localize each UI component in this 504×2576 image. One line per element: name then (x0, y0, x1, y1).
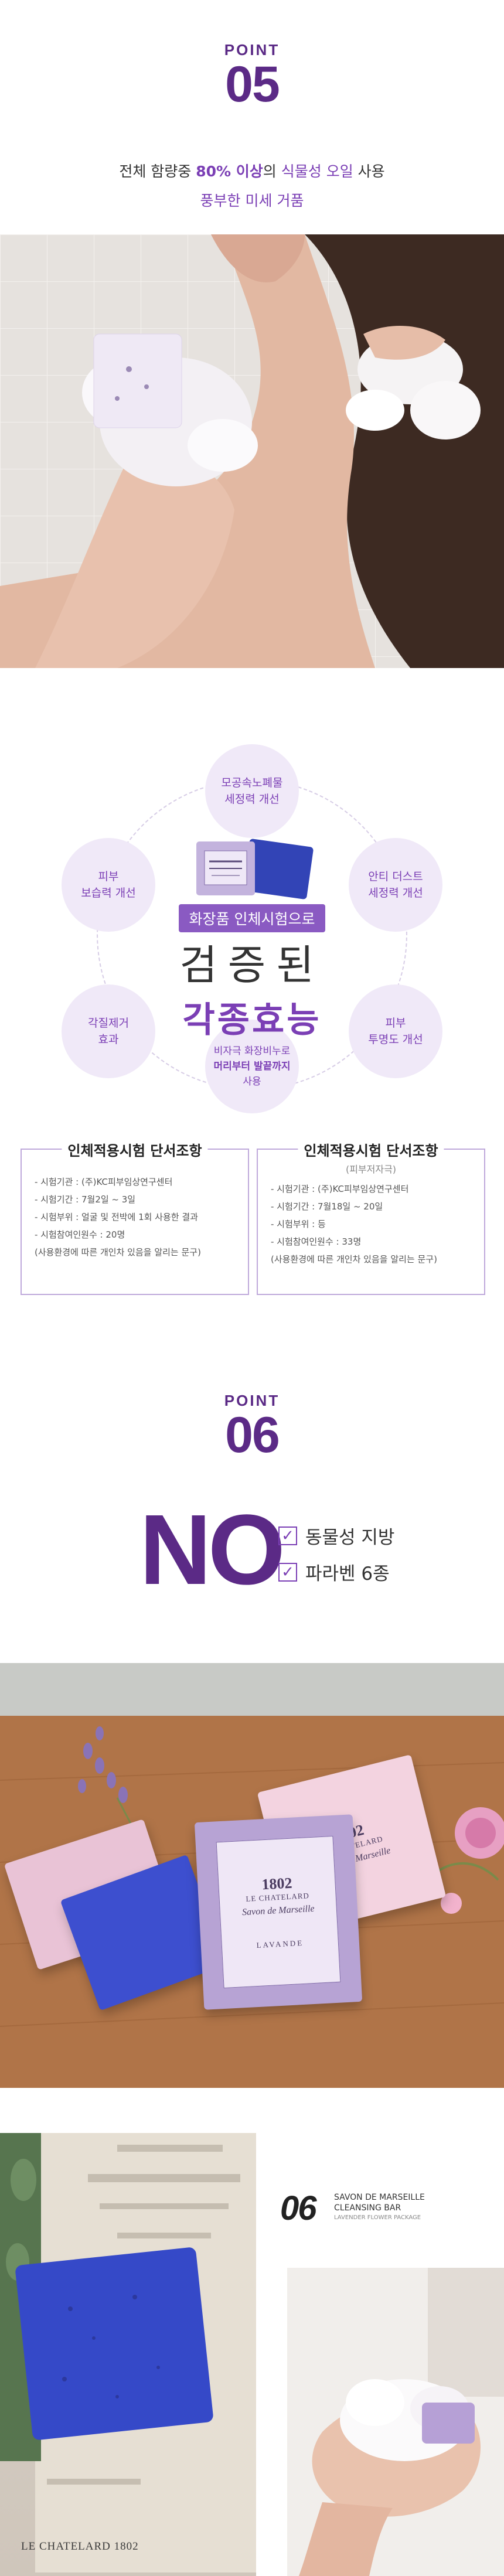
no-heading: NO (139, 1494, 285, 1606)
hair-washing-illustration (0, 234, 504, 668)
brand-logo: LE CHATELARD 1802 (21, 2540, 139, 2553)
soap-lavender: 1802 LE CHATELARD Savon de Marseille LAV… (194, 1814, 363, 2010)
bubble-line: 비자극 화장비누로 (213, 1045, 291, 1057)
intro-text-part: 사용 (353, 163, 385, 180)
test-info-item: - 시험참여인원수 : 20명 (35, 1229, 125, 1240)
intro-highlight: 80% 이상 (196, 163, 263, 180)
test-info-list: - 시험기관 : (주)KC피부임상연구센터 - 시험기간 : 7월2일 ~ 3… (35, 1173, 235, 1261)
products-photo: 1802 LE CHATELARD Savon de Marseille 180… (0, 1663, 504, 2088)
test-info-box-left: 인체적용시험 단서조항 - 시험기관 : (주)KC피부임상연구센터 - 시험기… (21, 1139, 249, 1295)
no-item-label: 동물성 지방 (305, 1527, 395, 1548)
bubble-line: 세정력 개선 (224, 793, 280, 806)
test-info-title: 인체적용시험 단서조항 (298, 1139, 444, 1160)
soap-maker: LE CHATELARD (246, 1891, 310, 1903)
test-info-box-right: 인체적용시험 단서조항 (피부저자극) - 시험기관 : (주)KC피부임상연구… (257, 1139, 485, 1295)
product-label: 06 SAVON DE MARSEILLE CLEANSING BAR LAVE… (280, 2189, 425, 2228)
test-info-item: - 시험기간 : 7월2일 ~ 3일 (35, 1194, 136, 1205)
bubble-line: 세정력 개선 (368, 887, 423, 899)
no-item: ✓ 파라벤 6종 (278, 1559, 390, 1585)
efficacy-pill: 화장품 인체시험으로 (178, 904, 326, 932)
hair-washing-photo (0, 234, 504, 668)
bubble-line: 피부 (385, 1017, 406, 1030)
bubble-line: 사용 (243, 1076, 261, 1088)
point-number: 05 (225, 56, 280, 113)
point-05-header: POINT 05 (0, 41, 504, 110)
test-info-item: - 시험기관 : (주)KC피부임상연구센터 (35, 1177, 173, 1187)
bubble-line: 투명도 개선 (368, 1033, 423, 1046)
bubble-line: 안티 더스트 (368, 870, 423, 883)
foam-hand-illustration (287, 2268, 504, 2576)
no-item: ✓ 동물성 지방 (278, 1522, 394, 1549)
test-info-subtitle: (피부저자극) (345, 1164, 397, 1175)
intro-text-part: 의 (263, 163, 281, 180)
efficacy-title: 화장품 인체시험으로 검증된 각종효능 (0, 904, 504, 1042)
product-subtitle: LAVENDER FLOWER PACKAGE (334, 2214, 421, 2221)
test-info-item: (사용환경에 따른 개인차 있음을 알리는 문구) (35, 1247, 201, 1258)
point-label: POINT (224, 41, 280, 59)
no-item-label: 파라벤 6종 (305, 1563, 390, 1585)
test-info-list: - 시험기관 : (주)KC피부임상연구센터 - 시험기간 : 7월18일 ~ … (271, 1180, 471, 1268)
checkbox-icon: ✓ (278, 1562, 297, 1582)
soap-brand: 1802 (261, 1874, 293, 1893)
intro-highlight: 식물성 오일 (281, 163, 353, 180)
product-number: 06 (280, 2189, 316, 2227)
test-info-item: - 시험참여인원수 : 33명 (271, 1236, 362, 1247)
point-label: POINT (224, 1392, 280, 1409)
foam-hand-photo (287, 2268, 504, 2576)
bubble-line: 피부 (98, 870, 119, 883)
intro-text-part: 전체 함량중 (119, 163, 196, 180)
soap-thumbnail (196, 839, 314, 899)
test-info-title: 인체적용시험 단서조항 (62, 1139, 208, 1160)
soap-label: 1802 LE CHATELARD Savon de Marseille LAV… (216, 1835, 341, 1989)
bubble-line: 효과 (98, 1033, 119, 1046)
product-title-line: CLEANSING BAR (334, 2203, 401, 2213)
soap-name: Savon de Marseille (241, 1903, 315, 1918)
bubble-line: 모공속노폐물 (221, 776, 283, 789)
bubble-line: 각질제거 (88, 1017, 129, 1030)
soap-closeup-photo: LE CHATELARD 1802 (0, 2133, 256, 2576)
point-number: 06 (225, 1407, 280, 1463)
product-title-line: SAVON DE MARSEILLE (334, 2193, 425, 2202)
intro-text: 전체 함량중 80% 이상의 식물성 오일 사용 풍부한 미세 거품 (0, 157, 504, 216)
test-info-item: - 시험기관 : (주)KC피부임상연구센터 (271, 1184, 409, 1194)
product-title: SAVON DE MARSEILLE CLEANSING BAR (334, 2192, 425, 2213)
point-06-header: POINT 06 (0, 1392, 504, 1460)
bubble-line: 머리부터 발끝까지 (213, 1061, 291, 1072)
test-info-item: (사용환경에 따른 개인차 있음을 알리는 문구) (271, 1254, 437, 1265)
checkbox-icon: ✓ (278, 1526, 297, 1545)
soap-scent: LAVANDE (256, 1938, 304, 1950)
test-info-item: - 시험부위 : 등 (271, 1219, 326, 1229)
efficacy-subheading: 각종효능 (182, 1000, 322, 1041)
bubble-line: 보습력 개선 (81, 887, 136, 899)
efficacy-heading: 검증된 (179, 941, 325, 989)
soap-closeup-illustration (0, 2133, 256, 2572)
test-info-item: - 시험기간 : 7월18일 ~ 20일 (271, 1201, 383, 1212)
intro-line2: 풍부한 미세 거품 (200, 192, 304, 209)
test-info-item: - 시험부위 : 얼굴 및 전박에 1회 사용한 결과 (35, 1212, 198, 1222)
